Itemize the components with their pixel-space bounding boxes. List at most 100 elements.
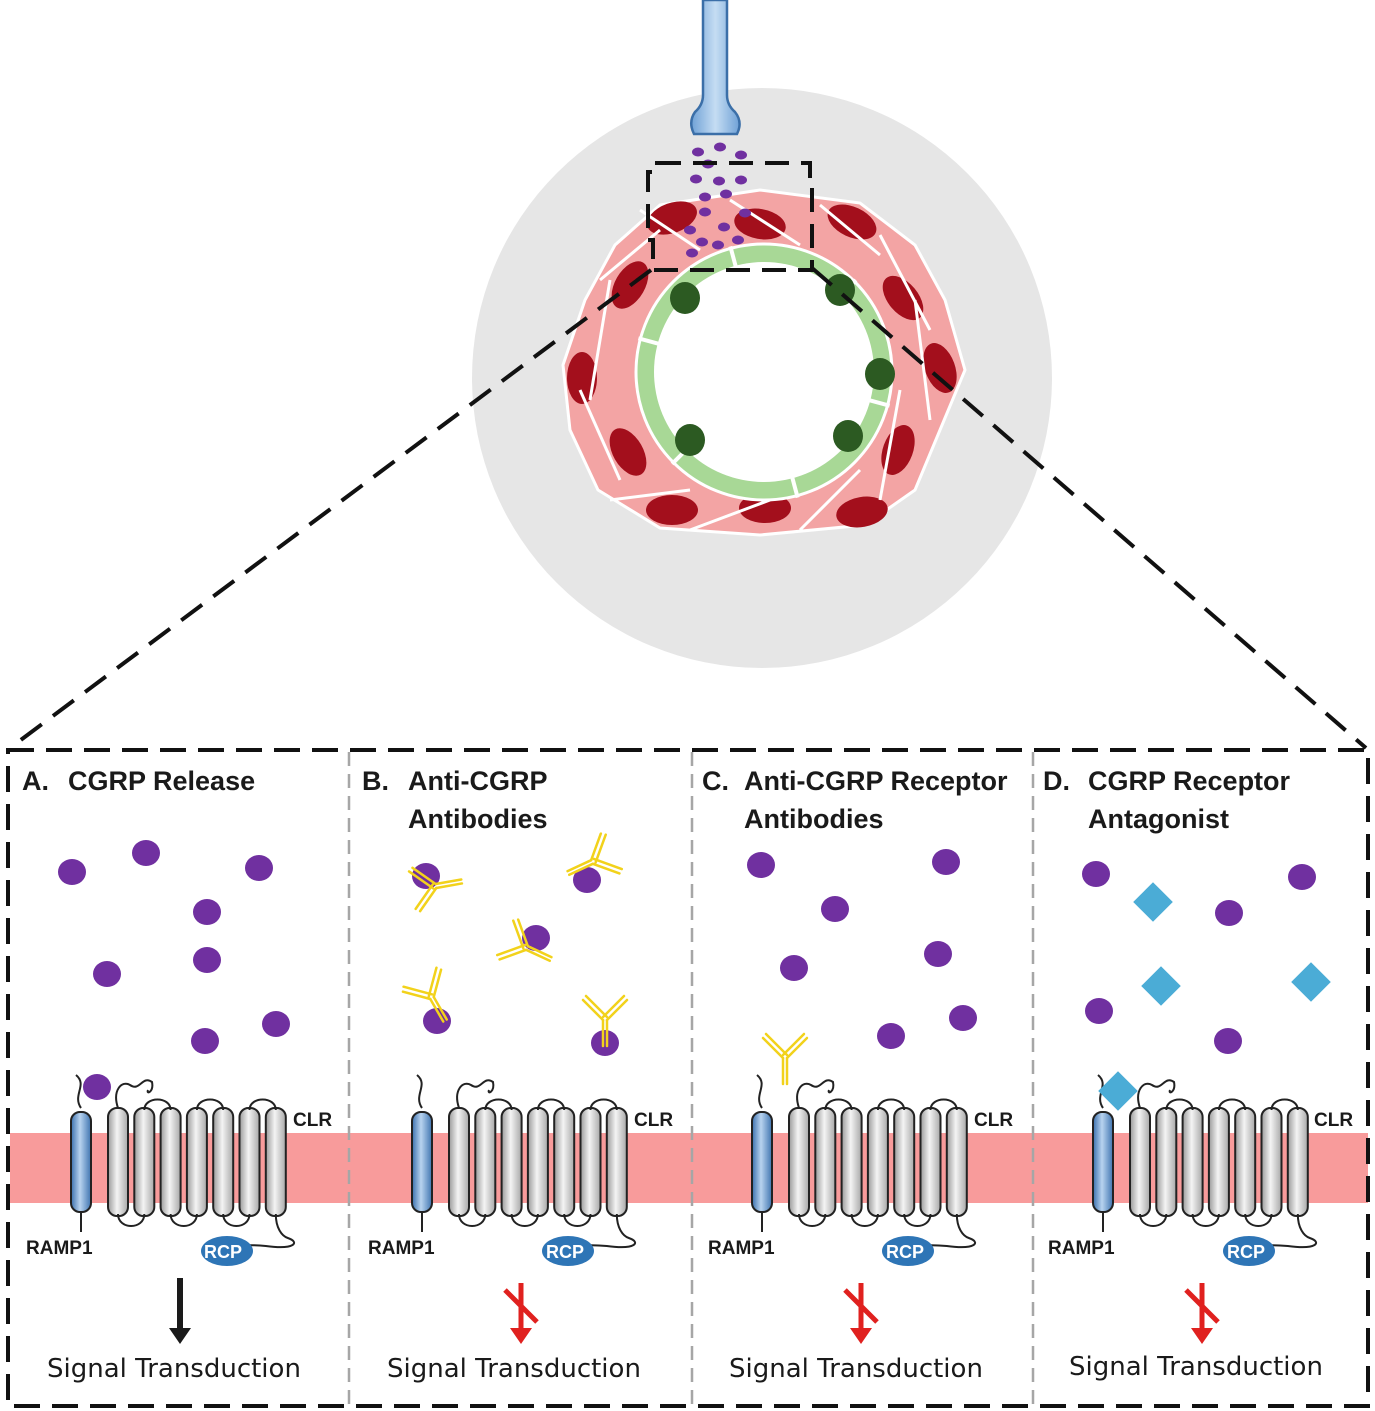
signal-block-mark xyxy=(843,1288,879,1324)
panel-b-title-line2: Antibodies xyxy=(408,804,548,834)
panel-a-receptor xyxy=(70,1074,296,1266)
panel-a-title: CGRP Release xyxy=(68,766,255,796)
antibody-fc-stem xyxy=(566,858,595,877)
clr-extracellular-loop xyxy=(876,1098,906,1111)
smooth-muscle-nucleus xyxy=(923,343,957,393)
clr-transmembrane-helix xyxy=(605,1107,628,1217)
clr-transmembrane-helix xyxy=(840,1107,863,1217)
cgrp-molecule xyxy=(1085,998,1113,1024)
antibody-fab-arm xyxy=(589,832,607,864)
clr-transmembrane-helix xyxy=(814,1107,837,1217)
cgrp-vesicle xyxy=(690,174,702,184)
cgrp-vesicle xyxy=(718,222,730,232)
panel-c-molecules xyxy=(747,849,977,1086)
clr-transmembrane-helix xyxy=(500,1107,523,1217)
clr-extracellular-loop xyxy=(1165,1098,1194,1111)
clr-transmembrane-helix xyxy=(185,1107,208,1217)
panel-d-letter: D. xyxy=(1043,766,1070,796)
antagonist-molecule xyxy=(1291,962,1331,1002)
ramp1-extracellular-loop xyxy=(756,1074,763,1109)
nerve-terminal xyxy=(690,0,741,136)
clr-transmembrane-helix xyxy=(1207,1107,1230,1217)
panel-a: A. CGRP Release CLR RAMP1 Signal Transdu… xyxy=(22,766,332,1384)
clr-intracellular-loop xyxy=(1191,1213,1220,1227)
antibody-fab-arm xyxy=(414,883,438,913)
rcp-protein xyxy=(542,1236,594,1266)
endothelial-nucleus xyxy=(675,424,705,456)
cgrp-vesicle xyxy=(732,235,744,245)
clr-transmembrane-helix xyxy=(448,1107,470,1217)
smooth-muscle-nucleus xyxy=(646,495,698,525)
vessel-illustration xyxy=(8,0,1368,750)
rcp-protein xyxy=(1223,1236,1275,1266)
panel-b-clr-label: CLR xyxy=(634,1110,673,1131)
endothelial-cell-junction xyxy=(637,336,661,346)
panel-a-letter: A. xyxy=(22,766,49,796)
clr-intracellular-loop xyxy=(117,1213,146,1227)
cgrp-molecule xyxy=(821,896,849,922)
cgrp-molecule xyxy=(132,840,160,866)
zoom-line-left xyxy=(8,268,653,750)
antibody-fc-stem xyxy=(781,1056,789,1086)
nerve-fiber xyxy=(690,0,741,136)
cgrp-molecule xyxy=(949,1005,977,1031)
endothelial-nucleus xyxy=(833,420,863,452)
clr-extracellular-loop xyxy=(143,1098,172,1111)
clr-intracellular-loop xyxy=(798,1213,827,1227)
smooth-muscle-nucleus xyxy=(881,425,915,475)
antibody-fab-arm xyxy=(581,994,609,1022)
antibody-fab-arm xyxy=(495,943,528,961)
clr-transmembrane-helix xyxy=(1260,1107,1283,1217)
panel-c-signal-arrow xyxy=(843,1283,879,1344)
panel-b-molecules xyxy=(401,832,629,1056)
clr-intracellular-loop xyxy=(510,1213,539,1227)
antagonist-molecule xyxy=(1141,966,1181,1006)
clr-transmembrane-helix xyxy=(579,1107,602,1217)
clr-transmembrane-helix xyxy=(1155,1107,1178,1217)
clr-intracellular-loop xyxy=(1244,1213,1273,1227)
cgrp-molecule xyxy=(780,955,808,981)
antagonist-molecule xyxy=(1098,1071,1138,1111)
cgrp-molecule xyxy=(932,849,960,875)
smooth-muscle-cell-boundary xyxy=(878,234,932,331)
panel-d-title: CGRP Receptor xyxy=(1088,766,1291,796)
antibody xyxy=(566,832,624,877)
panel-a-signal-arrow xyxy=(169,1278,191,1344)
cgrp-molecule xyxy=(262,1011,290,1037)
smooth-muscle-nucleus xyxy=(882,275,924,321)
rcp-protein xyxy=(201,1236,253,1266)
panel-c-receptor xyxy=(751,1074,977,1266)
antibody-fc-stem xyxy=(524,944,553,963)
panel-b-receptor xyxy=(411,1074,637,1266)
panel-c-letter: C. xyxy=(702,766,729,796)
antibody-fab-arm xyxy=(407,866,437,890)
panel-c-ramp1-label: RAMP1 xyxy=(708,1238,775,1259)
smooth-muscle-cell-boundary xyxy=(578,389,622,481)
clr-transmembrane-helix xyxy=(1181,1107,1204,1217)
clr-extracellular-loop xyxy=(589,1098,618,1111)
panel-a-rcp-label: RCP xyxy=(204,1242,242,1262)
clr-extracellular-loop xyxy=(195,1098,225,1111)
smooth-muscle-nucleus xyxy=(567,352,597,404)
panel-frame xyxy=(6,748,1370,1408)
signal-arrow-head xyxy=(169,1328,191,1344)
cgrp-molecule xyxy=(1215,900,1243,926)
endothelial-cell-junction xyxy=(867,398,891,408)
cgrp-vesicle xyxy=(684,225,696,235)
ramp1-helix xyxy=(751,1111,773,1213)
cgrp-molecule xyxy=(1288,864,1316,890)
smooth-muscle-nucleus xyxy=(647,201,697,235)
antagonist-molecule xyxy=(1133,882,1173,922)
panel-a-clr-label: CLR xyxy=(293,1110,332,1131)
panel-a-ramp1-label: RAMP1 xyxy=(26,1238,93,1259)
ramp1-extracellular-loop xyxy=(75,1074,82,1109)
panel-c-rcp-label: RCP xyxy=(886,1242,924,1262)
signal-block-mark xyxy=(503,1288,539,1324)
smooth-muscle-cell-boundary xyxy=(729,198,801,247)
clr-extracellular-loop xyxy=(929,1098,958,1111)
cgrp-vesicle xyxy=(712,240,724,250)
signal-block-mark xyxy=(1184,1288,1220,1324)
endothelial-nucleus xyxy=(865,358,895,390)
clr-intracellular-loop xyxy=(850,1213,879,1227)
